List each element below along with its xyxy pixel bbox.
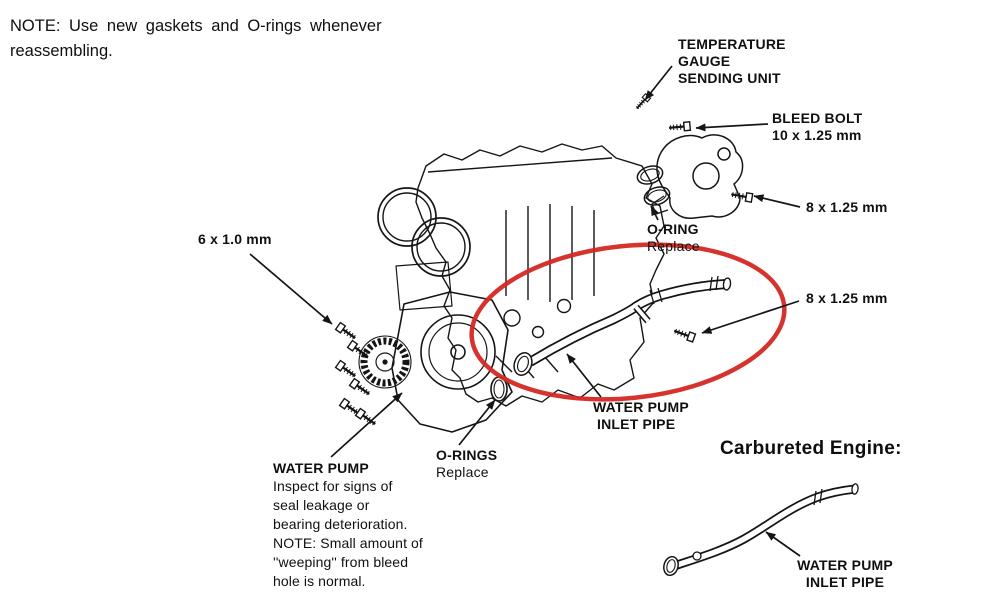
carbureted-engine-heading: Carbureted Engine: xyxy=(720,438,902,459)
callout-o-ring-upper: O-RING Replace xyxy=(647,221,700,254)
water-pump-art xyxy=(358,291,513,433)
callout-o-rings-lower: O-RINGS Replace xyxy=(436,447,498,480)
red-highlight-ellipse xyxy=(469,242,787,402)
callout-water-pump-inlet-pipe: WATER PUMP INLET PIPE xyxy=(593,399,689,432)
callout-water-pump-inlet-pipe-bottom: WATER PUMP INLET PIPE xyxy=(797,557,893,590)
callout-temperature-gauge: TEMPERATURE GAUGE SENDING UNIT xyxy=(678,36,786,86)
note-line-1: NOTE: Use new gaskets and O-rings whenev… xyxy=(10,17,382,35)
note-line-2: reassembling. xyxy=(10,42,113,60)
inlet-pipe-art xyxy=(513,275,732,376)
callout-bolt-8x125-mid: 8 x 1.25 mm xyxy=(806,290,888,306)
callout-water-pump: WATER PUMP Inspect for signs of seal lea… xyxy=(273,460,423,589)
callout-bolt-6x10: 6 x 1.0 mm xyxy=(198,231,272,247)
bolt-8x125-top-art xyxy=(729,189,754,204)
bolt-8x125-mid-art xyxy=(671,325,697,344)
carbureted-pipe-art xyxy=(663,483,859,577)
callout-arrows xyxy=(249,65,801,557)
bleed-bolt-art xyxy=(667,120,692,134)
reassembly-note: NOTE: Use new gaskets and O-rings whenev… xyxy=(10,14,382,64)
callout-bolt-8x125-top: 8 x 1.25 mm xyxy=(806,199,888,215)
engine-block-art xyxy=(377,143,665,407)
callout-bleed-bolt: BLEED BOLT 10 x 1.25 mm xyxy=(772,110,863,143)
thermostat-housing-art xyxy=(636,134,744,219)
